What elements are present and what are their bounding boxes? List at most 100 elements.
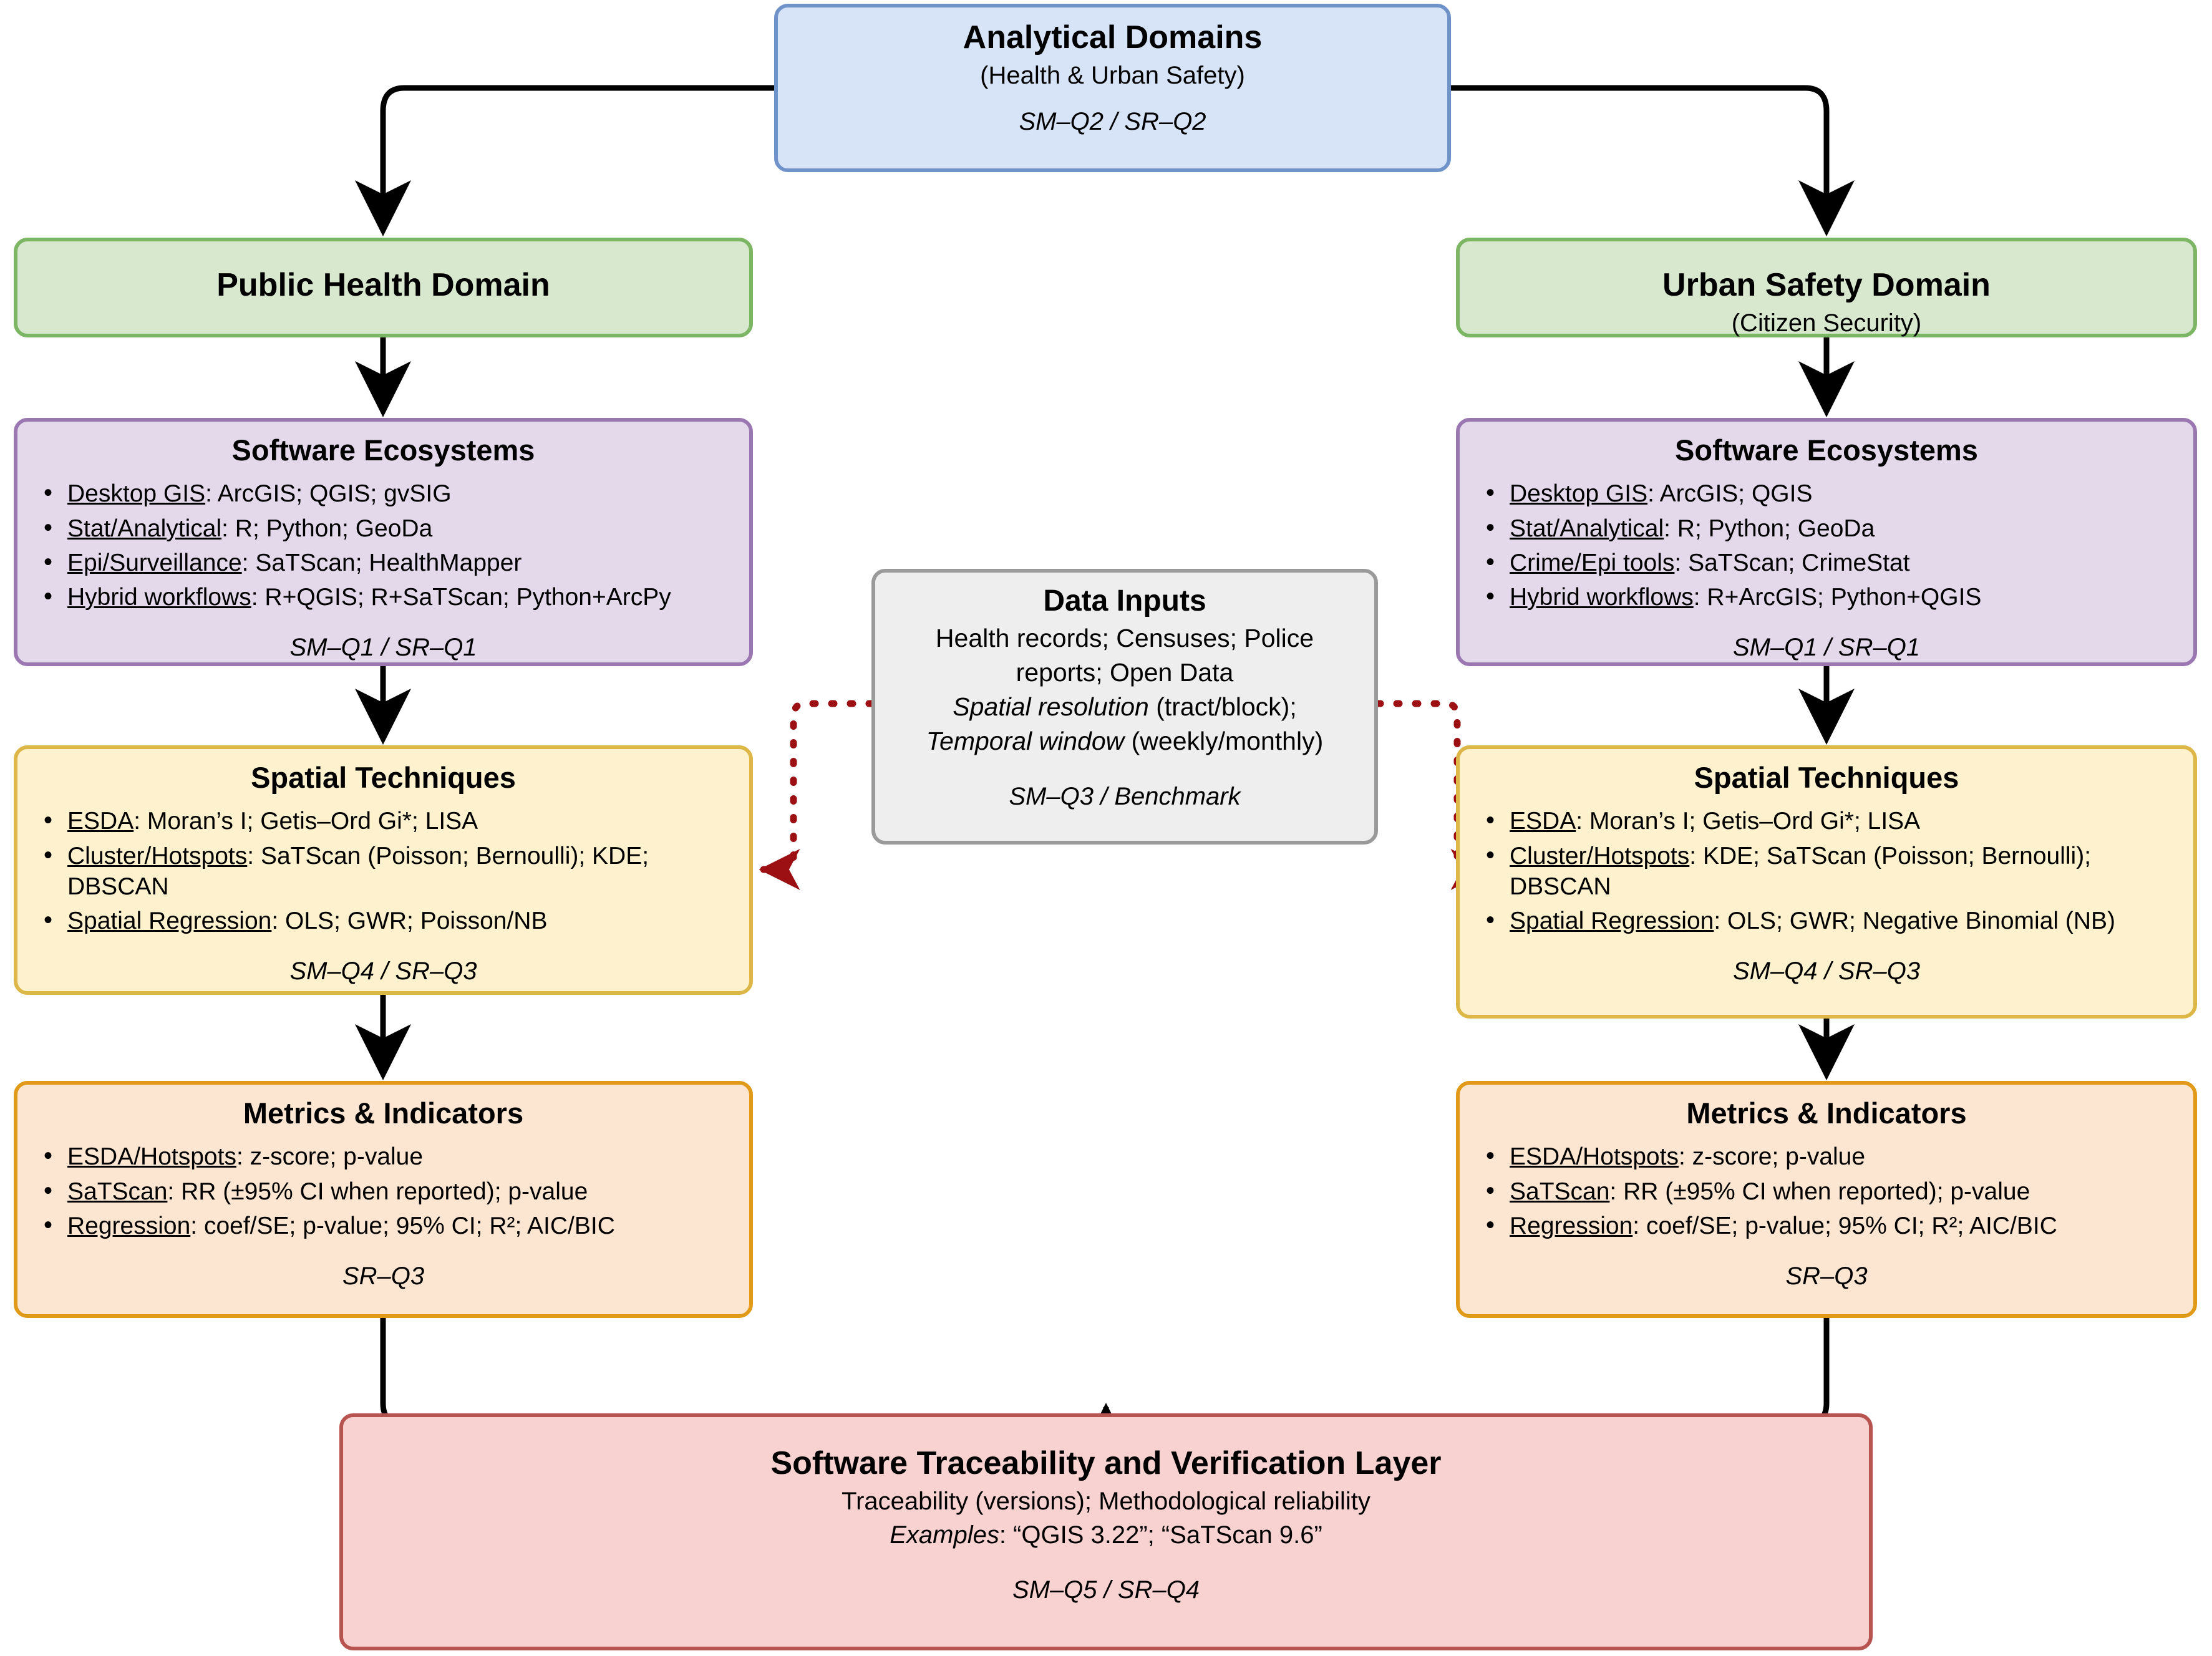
analytical-domains-box[interactable]: Analytical Domains (Health & Urban Safet… [774, 4, 1451, 172]
traceability-layer-line2: Examples: “QGIS 3.22”; “SaTScan 9.6” [359, 1520, 1853, 1550]
bullet-text: : coef/SE; p-value; 95% CI; R²; AIC/BIC [190, 1212, 615, 1239]
bullet-label: Spatial Regression [1510, 907, 1714, 934]
public-health-domain-title: Public Health Domain [216, 267, 550, 303]
data-inputs-line4-rest: (weekly/monthly) [1124, 727, 1324, 756]
list-item: Desktop GIS: ArcGIS; QGIS [1476, 477, 2177, 509]
data-inputs-box[interactable]: Data Inputs Health records; Censuses; Po… [871, 569, 1378, 845]
bullet-label: Desktop GIS [1510, 480, 1648, 508]
bullet-label: Regression [1510, 1212, 1633, 1239]
data-inputs-line3-emphasis: Spatial resolution [953, 692, 1149, 721]
data-inputs-line4-emphasis: Temporal window [926, 727, 1125, 756]
list-item: Hybrid workflows: R+ArcGIS; Python+QGIS [1476, 581, 2177, 613]
list-item: SaTScan: RR (±95% CI when reported); p-v… [1476, 1175, 2177, 1207]
bullet-label: Hybrid workflows [1510, 583, 1694, 611]
bullet-label: Cluster/Hotspots [1510, 842, 1690, 869]
data-inputs-line3-rest: (tract/block); [1148, 692, 1297, 721]
data-inputs-title: Data Inputs [1043, 584, 1206, 617]
list-item: Regression: coef/SE; p-value; 95% CI; R²… [1476, 1209, 2177, 1241]
metrics-indicators-right-title: Metrics & Indicators [1686, 1097, 1967, 1130]
bullet-label: Crime/Epi tools [1510, 549, 1675, 576]
traceability-layer-title: Software Traceability and Verification L… [770, 1445, 1442, 1481]
spatial-techniques-right-list: ESDA: Moran’s I; Getis–Ord Gi*; LISA Clu… [1476, 805, 2177, 936]
bullet-text: : R+ArcGIS; Python+QGIS [1693, 583, 1982, 611]
metrics-indicators-right-list: ESDA/Hotspots: z-score; p-value SaTScan:… [1476, 1140, 2177, 1241]
bullet-label: ESDA/Hotspots [67, 1143, 236, 1171]
list-item: Epi/Surveillance: SaTScan; HealthMapper [34, 546, 733, 578]
bullet-text: : R; Python; GeoDa [1664, 515, 1875, 542]
traceability-layer-box[interactable]: Software Traceability and Verification L… [339, 1413, 1873, 1650]
data-inputs-tag: SM–Q3 / Benchmark [1009, 783, 1241, 811]
bullet-label: SaTScan [67, 1178, 168, 1205]
bullet-text: : ArcGIS; QGIS; gvSIG [205, 480, 452, 508]
software-ecosystems-left-box[interactable]: Software Ecosystems Desktop GIS: ArcGIS;… [14, 418, 753, 666]
list-item: ESDA/Hotspots: z-score; p-value [34, 1140, 733, 1172]
spatial-techniques-right-box[interactable]: Spatial Techniques ESDA: Moran’s I; Geti… [1456, 745, 2197, 1019]
software-ecosystems-right-box[interactable]: Software Ecosystems Desktop GIS: ArcGIS;… [1456, 418, 2197, 666]
list-item: Spatial Regression: OLS; GWR; Poisson/NB [34, 904, 733, 936]
bullet-label: ESDA [1510, 808, 1576, 835]
software-ecosystems-left-title: Software Ecosystems [231, 433, 535, 467]
bullet-text: : OLS; GWR; Poisson/NB [271, 907, 548, 934]
connector-metrics-left-to-trace [380, 1318, 1109, 1428]
software-ecosystems-left-list: Desktop GIS: ArcGIS; QGIS; gvSIG Stat/An… [34, 477, 733, 613]
list-item: ESDA: Moran’s I; Getis–Ord Gi*; LISA [1476, 805, 2177, 836]
metrics-indicators-left-box[interactable]: Metrics & Indicators ESDA/Hotspots: z-sc… [14, 1081, 753, 1318]
connector-root-to-health [355, 85, 774, 236]
metrics-indicators-left-title: Metrics & Indicators [243, 1097, 524, 1130]
bullet-label: Regression [67, 1212, 191, 1239]
bullet-text: : coef/SE; p-value; 95% CI; R²; AIC/BIC [1632, 1212, 2057, 1239]
bullet-label: Desktop GIS [67, 480, 206, 508]
list-item: Desktop GIS: ArcGIS; QGIS; gvSIG [34, 477, 733, 509]
public-health-domain-box[interactable]: Public Health Domain [14, 238, 753, 337]
traceability-layer-tag: SM–Q5 / SR–Q4 [1012, 1576, 1200, 1604]
spatial-techniques-right-tag: SM–Q4 / SR–Q3 [1732, 957, 1921, 985]
bullet-text: : SaTScan (Poisson; Bernoulli); KDE; DBS… [67, 842, 649, 900]
bullet-text: : Moran’s I; Getis–Ord Gi*; LISA [133, 808, 478, 835]
list-item: ESDA: Moran’s I; Getis–Ord Gi*; LISA [34, 805, 733, 836]
urban-safety-domain-subtitle: (Citizen Security) [1731, 309, 1922, 337]
bullet-text: : OLS; GWR; Negative Binomial (NB) [1714, 907, 2116, 934]
bullet-label: ESDA/Hotspots [1510, 1143, 1679, 1171]
bullet-text: : RR (±95% CI when reported); p-value [167, 1178, 588, 1205]
list-item: Stat/Analytical: R; Python; GeoDa [34, 512, 733, 544]
software-ecosystems-right-tag: SM–Q1 / SR–Q1 [1732, 633, 1921, 661]
spatial-techniques-left-tag: SM–Q4 / SR–Q3 [289, 957, 477, 985]
bullet-text: : SaTScan; HealthMapper [241, 549, 522, 576]
software-ecosystems-right-list: Desktop GIS: ArcGIS; QGIS Stat/Analytica… [1476, 477, 2177, 613]
urban-safety-domain-box[interactable]: Urban Safety Domain (Citizen Security) [1456, 238, 2197, 337]
list-item: Cluster/Hotspots: KDE; SaTScan (Poisson;… [1476, 840, 2177, 902]
metrics-indicators-right-tag: SR–Q3 [1785, 1262, 1868, 1290]
data-inputs-line4: Temporal window (weekly/monthly) [891, 726, 1358, 757]
data-inputs-line1: Health records; Censuses; Police [935, 623, 1314, 652]
spatial-techniques-left-box[interactable]: Spatial Techniques ESDA: Moran’s I; Geti… [14, 745, 753, 995]
bullet-label: SaTScan [1510, 1178, 1610, 1205]
metrics-indicators-right-box[interactable]: Metrics & Indicators ESDA/Hotspots: z-sc… [1456, 1081, 2197, 1318]
bullet-text: : RR (±95% CI when reported); p-value [1609, 1178, 2030, 1205]
traceability-layer-line1: Traceability (versions); Methodological … [842, 1488, 1370, 1516]
data-inputs-line3: Spatial resolution (tract/block); [891, 692, 1358, 722]
metrics-indicators-left-tag: SR–Q3 [342, 1262, 425, 1290]
bullet-text: : R; Python; GeoDa [221, 515, 433, 542]
urban-safety-domain-title: Urban Safety Domain [1662, 267, 1991, 303]
bullet-text: : ArcGIS; QGIS [1647, 480, 1813, 508]
bullet-label: ESDA [67, 808, 134, 835]
spatial-techniques-left-list: ESDA: Moran’s I; Getis–Ord Gi*; LISA Clu… [34, 805, 733, 936]
connector-data-to-techniques-left [759, 700, 875, 890]
list-item: SaTScan: RR (±95% CI when reported); p-v… [34, 1175, 733, 1207]
bullet-label: Cluster/Hotspots [67, 842, 248, 869]
software-ecosystems-left-tag: SM–Q1 / SR–Q1 [289, 633, 477, 661]
software-ecosystems-right-title: Software Ecosystems [1675, 433, 1978, 467]
bullet-text: : Moran’s I; Getis–Ord Gi*; LISA [1576, 808, 1921, 835]
spatial-techniques-right-title: Spatial Techniques [1694, 761, 1959, 794]
metrics-indicators-left-list: ESDA/Hotspots: z-score; p-value SaTScan:… [34, 1140, 733, 1241]
bullet-label: Hybrid workflows [67, 583, 251, 611]
spatial-techniques-left-title: Spatial Techniques [251, 761, 516, 794]
connector-root-to-urban [1451, 85, 1855, 236]
bullet-label: Spatial Regression [67, 907, 272, 934]
bullet-label: Stat/Analytical [67, 515, 222, 542]
bullet-text: : z-score; p-value [236, 1143, 424, 1171]
bullet-text: : z-score; p-value [1678, 1143, 1866, 1171]
list-item: Spatial Regression: OLS; GWR; Negative B… [1476, 904, 2177, 936]
analytical-domains-title: Analytical Domains [963, 19, 1263, 56]
